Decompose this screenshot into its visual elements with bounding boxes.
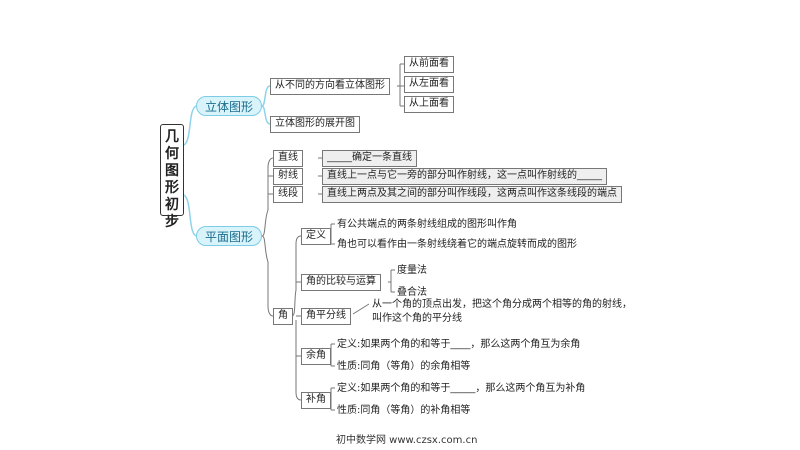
node-segment-desc: 直线上两点及其之间的部分叫作线段，这两点叫作这条线段的端点: [322, 186, 622, 203]
node-left-view: 从左面看: [404, 76, 454, 93]
footer-watermark: 初中数学网 www.czsx.com.cn: [336, 435, 478, 446]
bisector-desc-line-1: 从一个角的顶点出发，把这个角分成两个相等的角的射线，: [372, 299, 632, 310]
compare-measure-method: 度量法: [397, 265, 427, 276]
node-angle-definition: 定义: [301, 228, 331, 245]
node-views-from-directions: 从不同的方向看立体图形: [270, 78, 390, 95]
complementary-definition: 定义:如果两个角的和等于____，那么这两个角互为余角: [337, 339, 581, 350]
node-ray: 射线: [273, 168, 303, 185]
node-unfolded-net: 立体图形的展开图: [270, 116, 360, 133]
node-front-view: 从前面看: [404, 56, 454, 73]
node-supplementary-angle: 补角: [301, 392, 331, 409]
node-segment: 线段: [273, 186, 303, 203]
node-top-view: 从上面看: [404, 96, 454, 113]
root-node-title: 几何图形初步: [160, 124, 184, 230]
node-complementary-angle: 余角: [301, 348, 331, 365]
supplementary-property: 性质:同角（等角）的补角相等: [337, 405, 471, 416]
node-angle: 角: [273, 308, 293, 325]
bisector-desc-line-2: 叫作这个角的平分线: [372, 313, 462, 324]
node-angle-compare: 角的比较与运算: [301, 274, 381, 291]
node-line-desc: _____确定一条直线: [322, 150, 417, 167]
node-ray-desc: 直线上一点与它一旁的部分叫作射线，这一点叫作射线的_____: [322, 168, 607, 185]
node-line: 直线: [273, 150, 303, 167]
angle-definition-item-1: 有公共端点的两条射线组成的图形叫作角: [337, 219, 517, 230]
branch-solid-figures: 立体图形: [196, 96, 262, 116]
node-angle-bisector: 角平分线: [301, 308, 351, 325]
supplementary-definition: 定义:如果两个角的和等于_____，那么这两个角互为补角: [337, 383, 586, 394]
complementary-property: 性质:同角（等角）的余角相等: [337, 361, 471, 372]
angle-definition-item-2: 角也可以看作由一条射线绕着它的端点旋转而成的图形: [337, 239, 577, 250]
branch-plane-figures: 平面图形: [196, 226, 262, 246]
compare-overlay-method: 叠合法: [397, 287, 427, 298]
